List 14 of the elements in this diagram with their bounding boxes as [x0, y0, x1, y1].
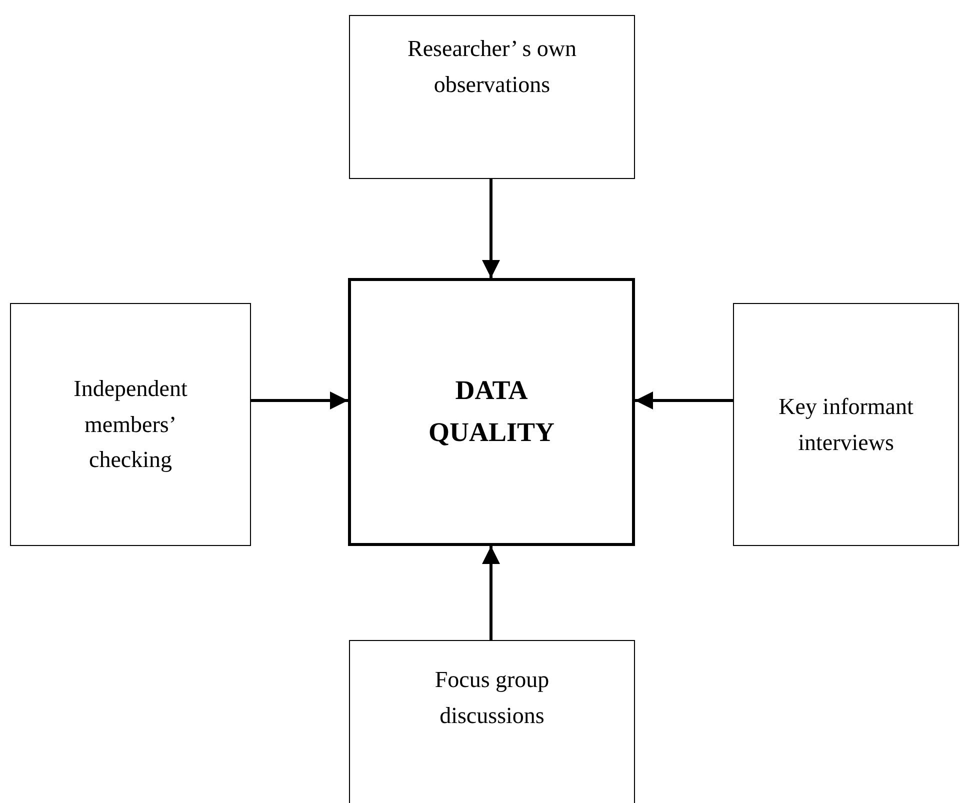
- source-box: [349, 640, 635, 803]
- arrow: [251, 392, 348, 410]
- box-label: Independent members’ checking: [72, 375, 188, 474]
- arrow: [482, 179, 500, 278]
- central-box: [348, 278, 635, 546]
- box-title: DATA QUALITY: [427, 374, 556, 449]
- arrow: [482, 546, 500, 640]
- source-box: [733, 303, 959, 546]
- source-box: [10, 303, 251, 546]
- box-label: Researcher’ s own observations: [406, 35, 578, 99]
- source-box: [349, 15, 635, 179]
- box-label: Key informant interviews: [778, 392, 914, 456]
- box-label: Focus group discussions: [434, 666, 550, 730]
- arrow: [635, 392, 733, 410]
